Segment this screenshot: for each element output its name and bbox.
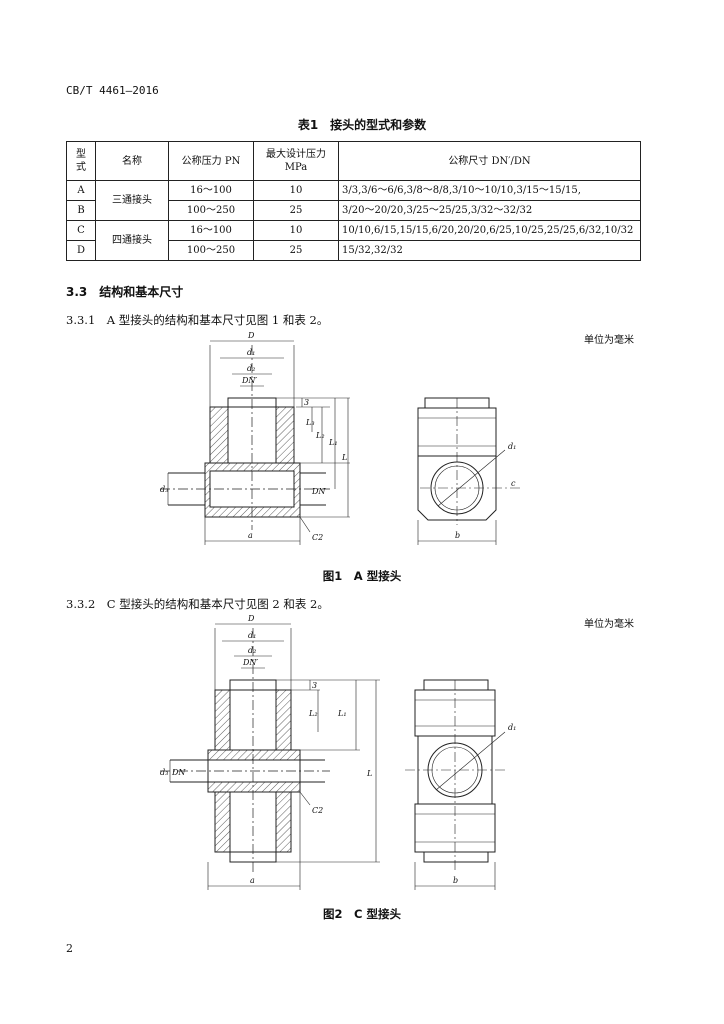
group-dn-line1: 10/10,6/15,15/15,6/20,20/20,6/25,10/25,2… (338, 220, 641, 241)
figure-2-drawing: D d₁ d₂ DN′ 3 L₂ L₁ L d₃ DN C2 a b d₁ (160, 614, 516, 890)
label-dnp: DN′ (241, 376, 257, 385)
label-D: D (247, 614, 255, 623)
label-d3: d₃ (160, 485, 168, 494)
figure-1-drawing: D d₁ d₂ DN′ 3 L₃ L₂ L₁ L d₃ DN C2 a b c … (160, 331, 520, 545)
label-L: L (366, 769, 372, 778)
label-a: a (248, 531, 253, 540)
group-name: 三通接头 (95, 180, 169, 221)
label-L2: L₂ (315, 431, 325, 440)
figure-2-caption: 图2 C 型接头 (323, 907, 401, 921)
paragraph-3-3-2: 3.3.2 C 型接头的结构和基本尺寸见图 2 和表 2。 (66, 597, 329, 611)
label-C2: C2 (312, 806, 323, 815)
label-dnp: DN′ (242, 658, 258, 667)
header-mpa: 最大设计压力 MPa (253, 141, 339, 181)
group-dn-line2: 15/32,32/32 (338, 240, 641, 261)
label-d3: d₃ (160, 768, 168, 777)
label-L3: L₃ (305, 418, 315, 427)
label-DN: DN (311, 487, 326, 496)
label-three: 3 (304, 398, 309, 407)
label-L1: L₁ (328, 438, 338, 447)
label-a: a (250, 876, 255, 885)
table-caption: 表1 接头的型式和参数 (297, 118, 427, 132)
label-C2: C2 (312, 533, 323, 542)
group-dn-line1: 3/3,3/6～6/6,3/8～8/8,3/10～10/10,3/15～15/1… (338, 180, 641, 201)
section-heading: 3.3 结构和基本尺寸 (66, 285, 184, 299)
params-table: 型 式 名称 公称压力 PN 最大设计压力 MPa 公称尺寸 DN′/DN A … (66, 141, 641, 261)
row-pn: 100～250 (168, 240, 254, 261)
unit-note-1: 单位为毫米 (584, 335, 634, 346)
label-D: D (247, 331, 255, 340)
label-L2: L₂ (308, 709, 318, 718)
label-three: 3 (312, 681, 317, 690)
standard-number: CB/T 4461—2016 (66, 84, 159, 97)
label-d1-right: d₁ (508, 723, 516, 732)
label-b: b (453, 876, 458, 885)
label-b: b (455, 531, 460, 540)
label-d1-right: d₁ (508, 442, 516, 451)
unit-note-2: 单位为毫米 (584, 619, 634, 630)
label-L: L (341, 453, 347, 462)
figure-1-caption: 图1 A 型接头 (322, 569, 402, 583)
page-number: 2 (66, 942, 73, 955)
label-d2: d₂ (248, 646, 256, 655)
group-name: 四通接头 (95, 220, 169, 261)
label-d2: d₂ (247, 364, 255, 373)
label-DN: DN (171, 768, 186, 777)
header-pn: 公称压力 PN (168, 141, 254, 181)
paragraph-3-3-1: 3.3.1 A 型接头的结构和基本尺寸见图 1 和表 2。 (66, 313, 329, 327)
label-d1: d₁ (247, 348, 255, 357)
row-type: D (66, 240, 96, 261)
header-dn: 公称尺寸 DN′/DN (338, 141, 641, 181)
label-L1: L₁ (337, 709, 347, 718)
label-c: c (511, 479, 516, 488)
label-d1: d₁ (248, 631, 256, 640)
